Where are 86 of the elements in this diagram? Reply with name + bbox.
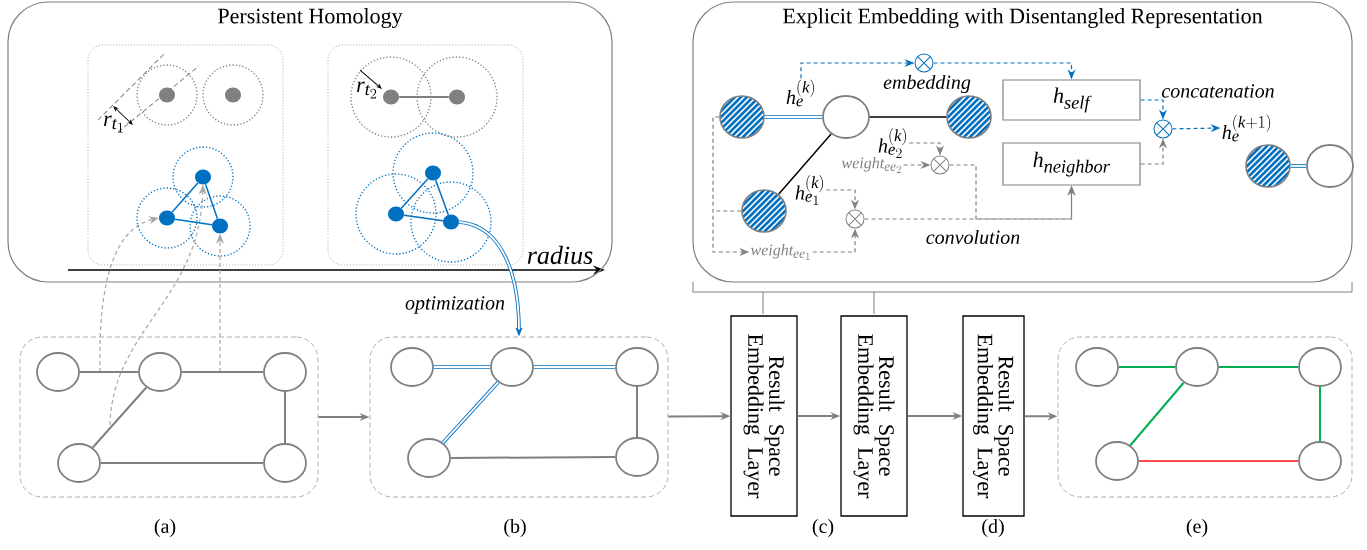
graph-node [1175,347,1219,387]
graph-node [615,347,659,387]
panel-caption: (b) [504,518,526,538]
graph-edge [434,179,450,216]
graph-node [138,352,182,392]
graph-node [822,95,870,139]
graph-edge [869,116,947,118]
graph-edge [78,371,140,373]
formula-label: $h_e^{(k)}$ [786,79,814,107]
multiply-symbol [845,209,865,229]
graph-edge [533,365,616,369]
graph-node [263,443,307,483]
vertex-dot [159,210,175,226]
hatched-node [741,189,787,233]
graph-edge [763,115,823,119]
graph-node [390,347,434,387]
graph-edge [1289,164,1307,168]
graph-edge [1129,381,1185,447]
vertex-dot [225,87,241,103]
graph-edge [400,178,429,209]
edge-label: convolution [924,228,1022,246]
panel-caption: (a) [154,518,176,538]
graph-edge [636,385,638,439]
layer-box: Result Space Embedding Layer [840,315,908,517]
graph-frame [369,336,669,498]
formula-label: $h_e^{(k+1)}$ [1222,114,1271,142]
graph-frame [1057,336,1353,498]
graph-edge [403,214,444,222]
dotted-frame [87,44,284,266]
panel-caption: (c) [812,518,834,538]
radius-label: $r_{t_1}$ [104,115,123,133]
formula-label: $weight_{ee_2}$ [841,157,901,173]
graph-node [490,347,534,387]
graph-edge [1217,366,1300,368]
graph-edge [284,390,286,445]
graph-edge [174,218,213,226]
axis-label: radius [527,245,593,265]
graph-edge [1117,366,1177,368]
graph-edge [449,456,617,459]
formula-label: $weight_{ee_1}$ [750,244,810,260]
layer-box: Result Space Embedding Layer [730,315,798,517]
vertex-dot [443,214,459,230]
hatched-node [719,95,765,139]
vector-box: $h_{self}$ [1002,79,1141,121]
edge-label: optimization [404,295,506,315]
edge-label: concatenation [1160,83,1276,99]
formula-label: $h_{e_2}^{(k)}$ [878,128,906,158]
graph-edge [180,371,265,373]
graph-node [407,438,451,478]
vector-box: $h_{neighbor}$ [1002,142,1141,186]
radius-label: $r_{t_2}$ [357,81,377,99]
layer-box: Result Space Embedding Layer [962,315,1025,517]
graph-edge [204,183,219,220]
graph-node [615,437,659,477]
arrow [458,220,523,336]
graph-frame [19,336,319,498]
panel-caption: (e) [1186,518,1208,538]
vertex-dot [388,206,404,222]
formula-label: $h_{e_1}^{(k)}$ [795,175,823,205]
graph-node [263,352,307,392]
vertex-dot [425,165,441,181]
vertex-dot [449,89,465,105]
vertex-dot [195,169,211,185]
graph-edge [777,133,832,195]
graph-node [1095,441,1139,481]
graph-edge [441,381,500,444]
vertex-dot [383,89,399,105]
vertex-dot [159,87,175,103]
graph-edge [1137,460,1300,462]
graph-edge [91,386,148,449]
graph-node [1298,441,1342,481]
edge-label: embedding [882,73,972,95]
graph-node [1075,347,1119,387]
vertex-dot [212,218,228,234]
graph-node [1298,347,1342,387]
graph-edge [171,182,199,213]
graph-node [57,443,101,483]
multiply-symbol [1153,119,1173,139]
multiply-symbol [914,53,934,73]
graph-node [36,352,80,392]
multiply-symbol [930,155,950,175]
graph-edge [433,365,491,369]
graph-edge [99,462,265,464]
graph-node [1306,144,1354,188]
graph-edge [1319,385,1321,443]
dotted-frame [327,44,524,266]
